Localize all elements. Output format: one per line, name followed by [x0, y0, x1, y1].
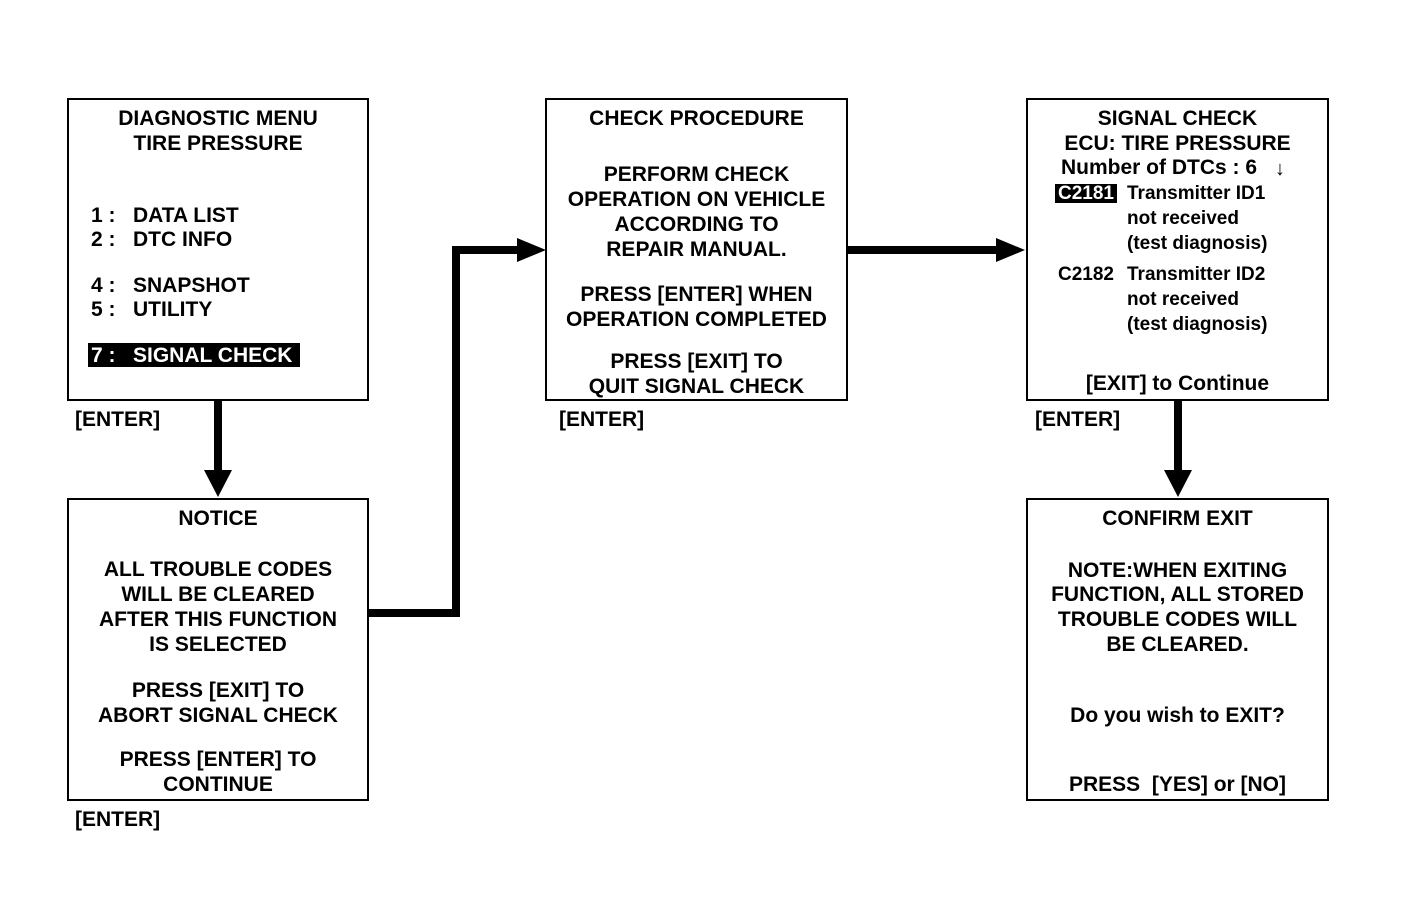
- procedure-line: OPERATION ON VEHICLE: [567, 188, 826, 211]
- menu-item-label: UTILITY: [133, 298, 213, 321]
- dtc-code[interactable]: C2182: [1058, 264, 1114, 285]
- exit-instruction: QUIT SIGNAL CHECK: [588, 375, 805, 398]
- enter-instruction: CONTINUE: [163, 773, 273, 796]
- dtc-description: Transmitter ID1: [1127, 183, 1266, 204]
- arrowhead-down-1: [204, 470, 232, 497]
- arrowhead-right-2: [996, 238, 1025, 262]
- menu-item-utility[interactable]: 5 : UTILITY: [91, 297, 212, 322]
- screen-title: DIAGNOSTIC MENU: [118, 107, 318, 130]
- dtc-description: Transmitter ID2: [1127, 264, 1266, 285]
- enter-instruction: PRESS [ENTER] TO: [119, 748, 317, 771]
- menu-item-signal-check-selected[interactable]: 7 : SIGNAL CHECK: [88, 343, 300, 367]
- menu-item-number: 5 :: [91, 298, 116, 321]
- notice-line: WILL BE CLEARED: [121, 583, 315, 606]
- procedure-line: ACCORDING TO: [614, 213, 779, 236]
- note-line: TROUBLE CODES WILL: [1057, 608, 1298, 631]
- menu-item-label: DATA LIST: [133, 204, 239, 227]
- dtc-description: (test diagnosis): [1127, 233, 1268, 254]
- menu-item-data-list[interactable]: 1 : DATA LIST: [91, 203, 239, 228]
- confirm-exit-screen: CONFIRM EXIT NOTE:WHEN EXITING FUNCTION,…: [1026, 498, 1329, 801]
- enter-instruction: PRESS [ENTER] WHEN: [580, 283, 813, 306]
- enter-key-label: [ENTER]: [559, 408, 645, 431]
- exit-to-continue: [EXIT] to Continue: [1085, 372, 1270, 395]
- procedure-line: PERFORM CHECK: [603, 163, 790, 186]
- screen-title: NOTICE: [178, 507, 258, 530]
- note-line: FUNCTION, ALL STORED: [1051, 583, 1304, 606]
- note-line: NOTE:WHEN EXITING: [1067, 559, 1288, 582]
- exit-instruction: PRESS [EXIT] TO: [131, 679, 305, 702]
- scroll-down-icon[interactable]: ↓: [1275, 158, 1285, 180]
- dtc-description: (test diagnosis): [1127, 314, 1268, 335]
- menu-item-number: 1 :: [91, 204, 116, 227]
- menu-item-label: SIGNAL CHECK: [133, 344, 293, 367]
- dtc-count: Number of DTCs : 6: [1061, 156, 1258, 179]
- ecu-label: ECU: TIRE PRESSURE: [1064, 132, 1291, 155]
- menu-item-number: 7 :: [91, 344, 116, 367]
- dtc-description: not received: [1127, 208, 1239, 229]
- screen-title: CHECK PROCEDURE: [589, 107, 804, 130]
- menu-item-label: SNAPSHOT: [133, 274, 250, 297]
- enter-instruction: OPERATION COMPLETED: [566, 308, 827, 331]
- exit-instruction: PRESS [EXIT] TO: [610, 350, 783, 373]
- note-line: BE CLEARED.: [1106, 633, 1249, 656]
- procedure-line: REPAIR MANUAL.: [606, 238, 787, 261]
- check-procedure-screen: CHECK PROCEDURE PERFORM CHECK OPERATION …: [545, 98, 848, 401]
- menu-item-dtc-info[interactable]: 2 : DTC INFO: [91, 227, 232, 252]
- notice-line: ALL TROUBLE CODES: [103, 558, 333, 581]
- signal-check-screen: SIGNAL CHECK ECU: TIRE PRESSURE Number o…: [1026, 98, 1329, 401]
- dtc-code-highlighted[interactable]: C2181: [1055, 184, 1117, 203]
- arrowhead-right-1: [517, 238, 546, 262]
- notice-line: AFTER THIS FUNCTION: [99, 608, 337, 631]
- notice-line: IS SELECTED: [149, 633, 287, 656]
- menu-item-number: 2 :: [91, 228, 116, 251]
- diagnostic-menu-screen: DIAGNOSTIC MENU TIRE PRESSURE 1 : DATA LI…: [67, 98, 369, 401]
- enter-key-label: [ENTER]: [1035, 408, 1121, 431]
- menu-item-number: 4 :: [91, 274, 116, 297]
- enter-key-label: [ENTER]: [75, 808, 161, 831]
- screen-subtitle: TIRE PRESSURE: [133, 132, 303, 155]
- screen-title: CONFIRM EXIT: [1102, 507, 1253, 530]
- screen-title: SIGNAL CHECK: [1097, 107, 1258, 130]
- notice-screen: NOTICE ALL TROUBLE CODES WILL BE CLEARED…: [67, 498, 369, 801]
- menu-item-snapshot[interactable]: 4 : SNAPSHOT: [91, 273, 250, 298]
- exit-instruction: ABORT SIGNAL CHECK: [98, 704, 338, 727]
- dtc-description: not received: [1127, 289, 1239, 310]
- exit-question: Do you wish to EXIT?: [1070, 704, 1285, 727]
- arrowhead-down-2: [1164, 470, 1192, 497]
- menu-item-label: DTC INFO: [133, 228, 233, 251]
- arrow-notice-to-check: [369, 246, 518, 617]
- yes-no-prompt: PRESS [YES] or [NO]: [1068, 773, 1287, 796]
- enter-key-label: [ENTER]: [75, 408, 161, 431]
